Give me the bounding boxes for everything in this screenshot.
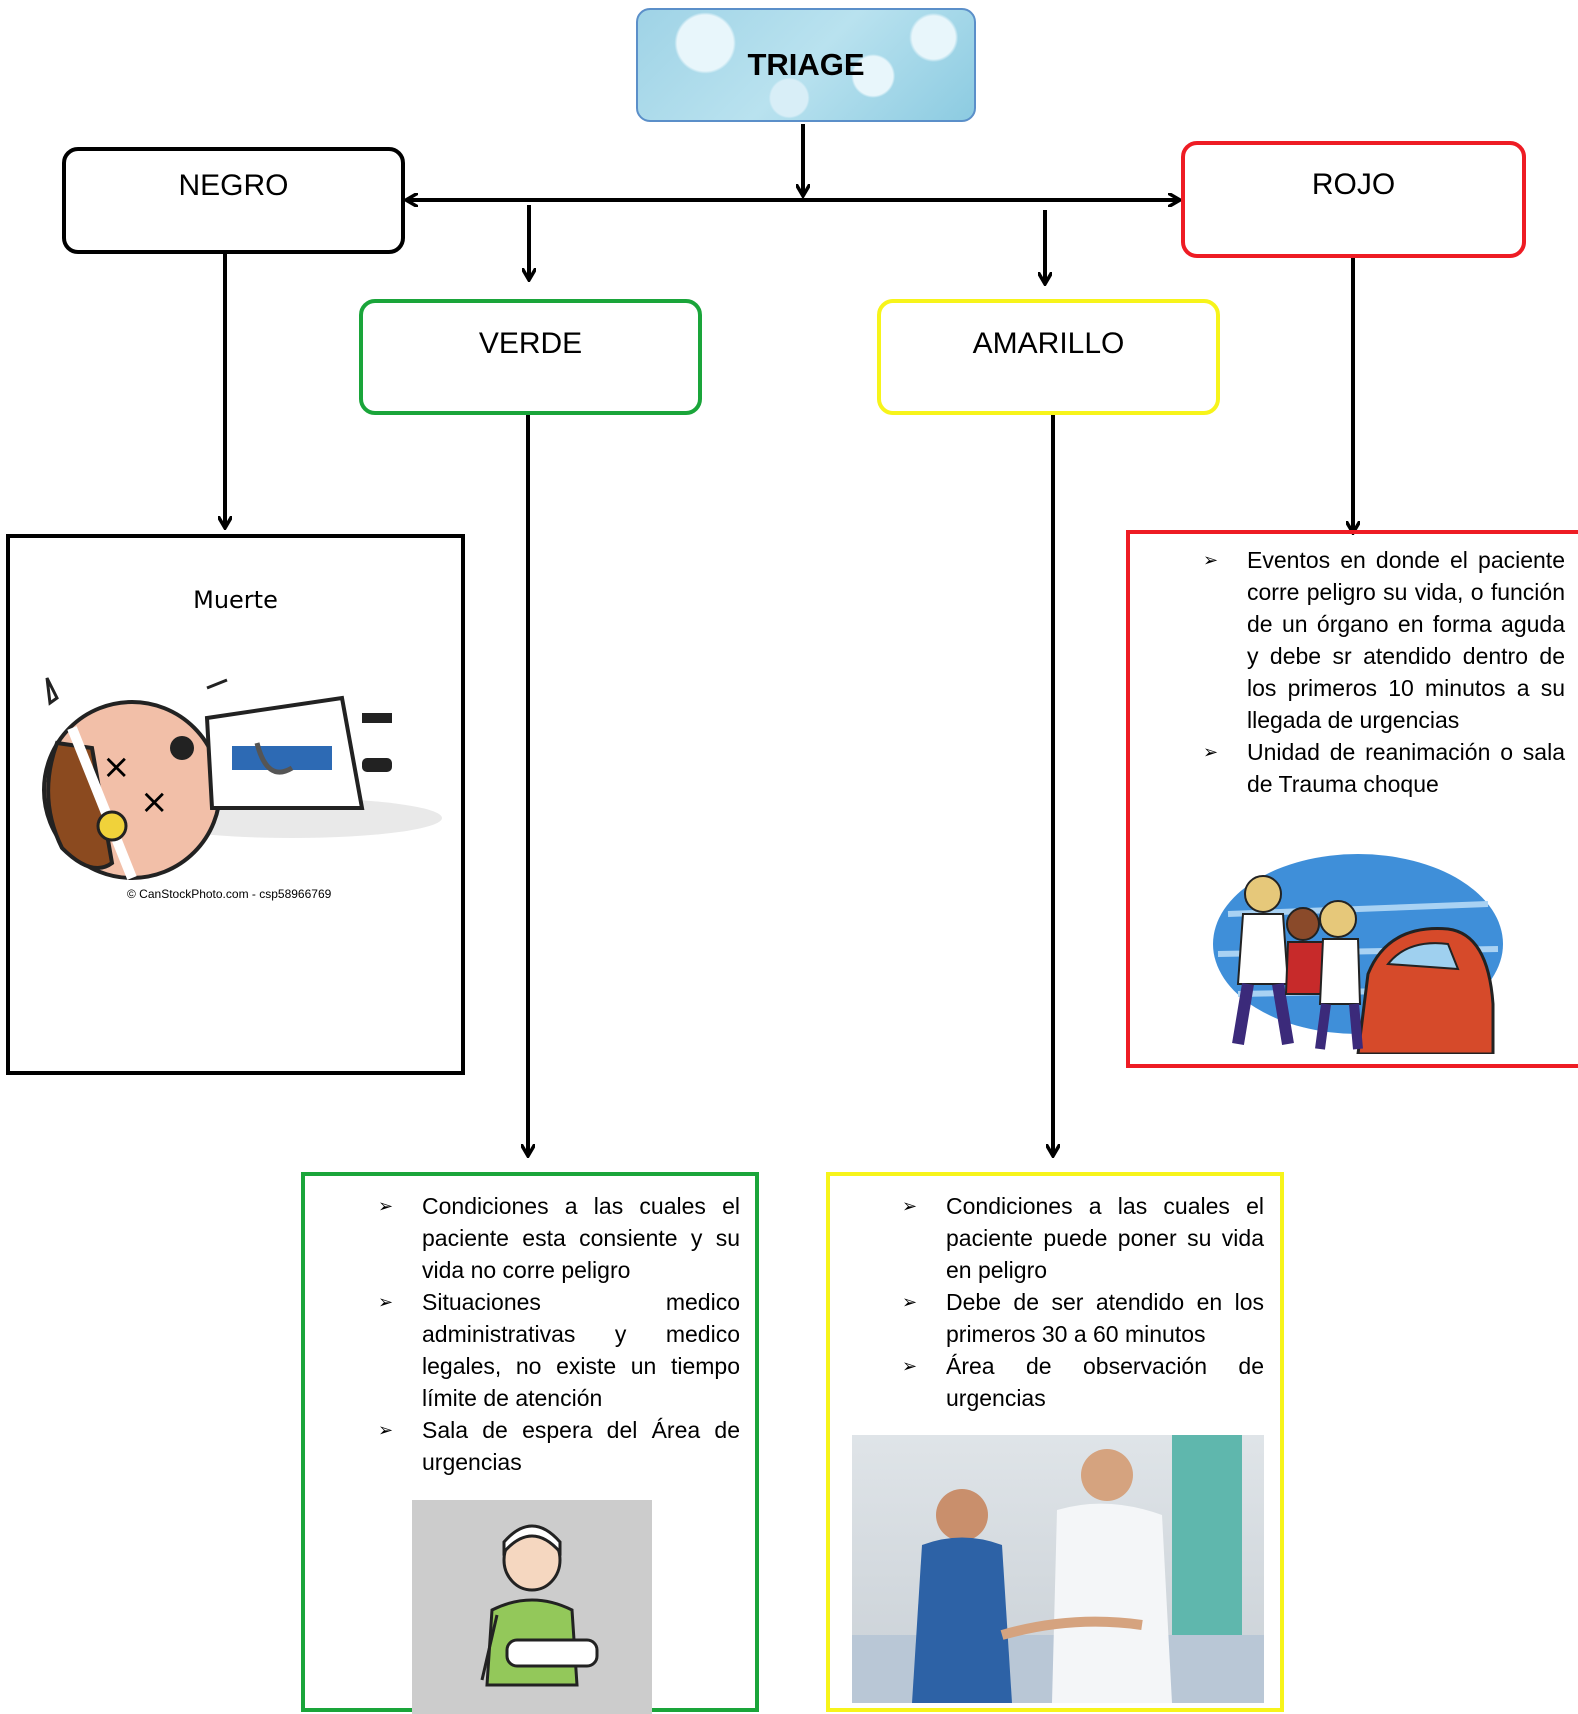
category-verde: VERDE xyxy=(359,299,702,415)
verde-description-box: ➢ Condiciones a las cuales el paciente es… xyxy=(301,1172,759,1714)
amarillo-bullet-1: ➢ Condiciones a las cuales el paciente pu… xyxy=(902,1190,1264,1286)
rojo-bullet-2-text: Unidad de reanimación o sala de Trauma c… xyxy=(1247,739,1565,797)
nurse-doctor-image xyxy=(852,1435,1264,1703)
svg-text:×: × xyxy=(102,747,131,787)
rojo-bullet-1-text: Eventos en donde el paciente corre pelig… xyxy=(1247,547,1565,733)
amarillo-description-box: ➢ Condiciones a las cuales el paciente pu… xyxy=(826,1172,1284,1712)
car-accident-icon xyxy=(1213,854,1503,1054)
amarillo-bullet-2: ➢ Debe de ser atendido en los primeros 30… xyxy=(902,1286,1264,1350)
dead-doctor-image: × × © CanStockPhoto.com - csp58966769 xyxy=(32,658,444,958)
category-verde-label: VERDE xyxy=(478,327,583,360)
bullet-arrow-icon: ➢ xyxy=(1203,742,1219,762)
bullet-arrow-icon: ➢ xyxy=(378,1420,394,1440)
category-rojo-label: ROJO xyxy=(1311,168,1396,201)
triage-root-node: TRIAGE xyxy=(636,8,976,122)
verde-bullet-list: ➢ Condiciones a las cuales el paciente es… xyxy=(378,1190,740,1478)
verde-bullet-3: ➢ Sala de espera del Área de urgencias xyxy=(378,1414,740,1478)
rojo-bullet-1: ➢ Eventos en donde el paciente corre peli… xyxy=(1203,544,1565,736)
nurse-doctor-icon xyxy=(852,1435,1264,1703)
bullet-arrow-icon: ➢ xyxy=(378,1196,394,1216)
verde-bullet-1: ➢ Condiciones a las cuales el paciente es… xyxy=(378,1190,740,1286)
verde-bullet-3-text: Sala de espera del Área de urgencias xyxy=(422,1417,740,1475)
injured-patient-icon xyxy=(480,1524,599,1687)
amarillo-bullet-1-text: Condiciones a las cuales el paciente pue… xyxy=(946,1193,1264,1283)
bullet-arrow-icon: ➢ xyxy=(378,1292,394,1312)
category-rojo: ROJO xyxy=(1181,141,1526,258)
bullet-arrow-icon: ➢ xyxy=(902,1196,918,1216)
amarillo-bullet-list: ➢ Condiciones a las cuales el paciente pu… xyxy=(902,1190,1264,1414)
car-accident-image xyxy=(1208,854,1504,1054)
dead-doctor-icon: × × © CanStockPhoto.com - csp58966769 xyxy=(42,677,442,901)
triage-title: TRIAGE xyxy=(747,47,865,82)
rojo-bullet-2: ➢ Unidad de reanimación o sala de Trauma … xyxy=(1203,736,1565,800)
injured-patient-image xyxy=(412,1500,652,1714)
rojo-description-box: ➢ Eventos en donde el paciente corre peli… xyxy=(1126,530,1578,1068)
amarillo-bullet-3: ➢ Área de observación de urgencias xyxy=(902,1350,1264,1414)
rojo-bullet-list: ➢ Eventos en donde el paciente corre peli… xyxy=(1203,544,1565,800)
category-amarillo: AMARILLO xyxy=(877,299,1220,415)
dead-doctor-credit: © CanStockPhoto.com - csp58966769 xyxy=(127,887,332,901)
amarillo-bullet-3-text: Área de observación de urgencias xyxy=(946,1353,1264,1411)
category-amarillo-label: AMARILLO xyxy=(972,327,1125,360)
bullet-arrow-icon: ➢ xyxy=(902,1292,918,1312)
bullet-arrow-icon: ➢ xyxy=(902,1356,918,1376)
verde-bullet-1-text: Condiciones a las cuales el paciente est… xyxy=(422,1193,740,1283)
svg-text:×: × xyxy=(140,782,169,822)
amarillo-bullet-2-text: Debe de ser atendido en los primeros 30 … xyxy=(946,1289,1264,1347)
verde-bullet-2: ➢ Situaciones medico administrativas y me… xyxy=(378,1286,740,1414)
negro-description-box: Muerte × × © CanStockPhoto.com - csp5896… xyxy=(6,534,465,1075)
negro-title: Muerte xyxy=(193,586,278,614)
bullet-arrow-icon: ➢ xyxy=(1203,550,1219,570)
category-negro-label: NEGRO xyxy=(178,169,289,202)
category-negro: NEGRO xyxy=(62,147,405,254)
verde-bullet-2-text: Situaciones medico administrativas y med… xyxy=(422,1289,740,1411)
